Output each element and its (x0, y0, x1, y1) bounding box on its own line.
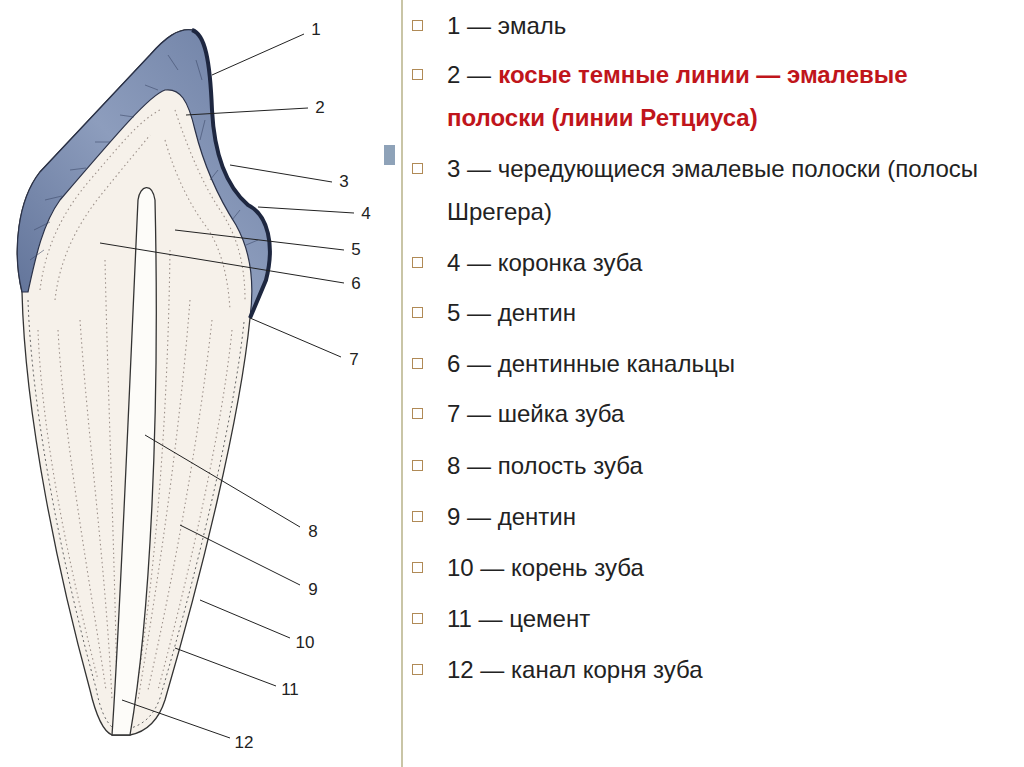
legend-text: 9 — дентин (447, 503, 576, 530)
callout-number: 6 (351, 274, 360, 294)
legend-row: 7 — шейка зуба (447, 392, 1012, 435)
callout-number: 11 (281, 680, 299, 700)
list-bullet (412, 613, 423, 624)
slide-marker (384, 145, 395, 165)
list-bullet (412, 460, 423, 471)
list-bullet (412, 69, 423, 80)
enamel-edge (192, 30, 270, 318)
callout-number: 12 (235, 733, 254, 753)
list-bullet (412, 408, 423, 419)
callout-number: 7 (349, 350, 358, 370)
dentin (17, 30, 270, 735)
list-bullet (412, 163, 423, 174)
list-bullet (412, 20, 423, 31)
legend-text: 2 — (447, 61, 491, 88)
legend-row: 5 — дентин (447, 291, 1012, 334)
legend-text: 8 — полость зуба (447, 452, 643, 479)
list-bullet (412, 562, 423, 573)
list-bullet (412, 664, 423, 675)
legend-text: 7 — шейка зуба (447, 400, 624, 427)
legend-text: 12 — канал корня зуба (447, 656, 703, 683)
legend-text: 1 — эмаль (447, 12, 566, 39)
callout-number: 1 (311, 20, 320, 40)
legend-row: 9 — дентин (447, 495, 1012, 538)
legend-text: 11 — цемент (447, 605, 590, 632)
pulp-cavity (112, 188, 156, 735)
callout-number: 2 (315, 98, 324, 118)
list-bullet (412, 511, 423, 522)
legend-text: 3 — чередующиеся эмалевые полоски (полос… (447, 155, 978, 225)
legend-row: 1 — эмаль (447, 4, 1012, 47)
callout-number: 4 (361, 204, 370, 224)
legend-text: 10 — корень зуба (447, 554, 644, 581)
callout-number: 10 (296, 633, 315, 653)
leader-lines (100, 34, 354, 738)
list-bullet (412, 358, 423, 369)
legend-row: 2 —косые темные линии — эмалевые полоски… (447, 53, 1012, 139)
legend-row: 10 — корень зуба (447, 546, 1012, 589)
highlight-text: косые темные линии — эмалевые полоски (л… (447, 61, 908, 131)
list-bullet (412, 257, 423, 268)
callout-number: 3 (339, 172, 348, 192)
legend-text: 5 — дентин (447, 299, 576, 326)
legend-row: 12 — канал корня зуба (447, 648, 1012, 691)
cementum (28, 300, 244, 728)
legend-row: 11 — цемент (447, 597, 1012, 640)
legend-text: 4 — коронка зуба (447, 249, 642, 276)
list-bullet (412, 307, 423, 318)
legend-row: 3 — чередующиеся эмалевые полоски (полос… (447, 147, 1012, 233)
legend-row: 4 — коронка зуба (447, 241, 1012, 284)
callout-number: 8 (308, 522, 317, 542)
separator-line (401, 0, 403, 767)
legend-row: 6 — дентинные канальцы (447, 342, 1012, 385)
callout-number: 5 (351, 240, 360, 260)
callout-number: 9 (308, 580, 317, 600)
legend-text: 6 — дентинные канальцы (447, 350, 735, 377)
legend-row: 8 — полость зуба (447, 444, 1012, 487)
